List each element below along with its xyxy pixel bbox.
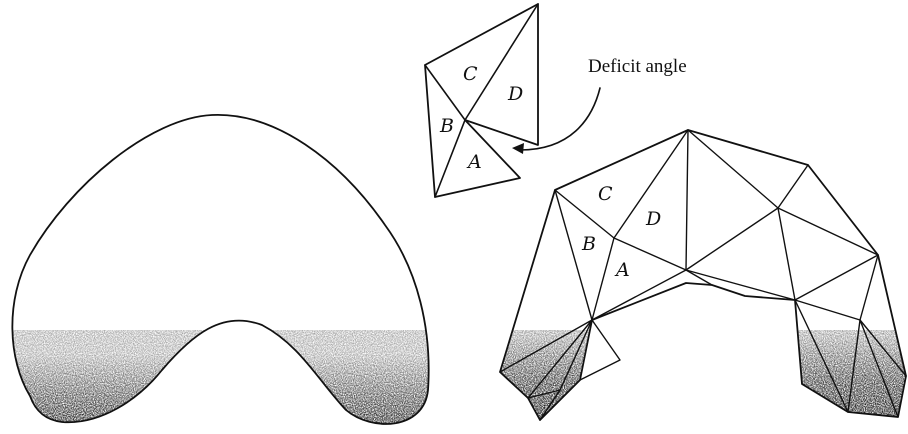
triangulated-surface xyxy=(499,129,907,421)
deficit-angle-arrow xyxy=(512,87,601,154)
flattened-triangles xyxy=(424,3,539,198)
triangle-label-b: B xyxy=(439,115,454,137)
triangle-label-d: D xyxy=(507,83,523,105)
mesh-label-d: D xyxy=(645,208,661,230)
deficit-angle-label: Deficit angle xyxy=(588,56,687,77)
mesh-label-a: A xyxy=(614,259,630,281)
triangle-label-a: A xyxy=(466,151,482,173)
mesh-label-b: B xyxy=(581,233,596,255)
smooth-surface xyxy=(11,114,430,425)
mesh-label-c: C xyxy=(598,183,613,205)
triangle-label-c: C xyxy=(463,63,478,85)
